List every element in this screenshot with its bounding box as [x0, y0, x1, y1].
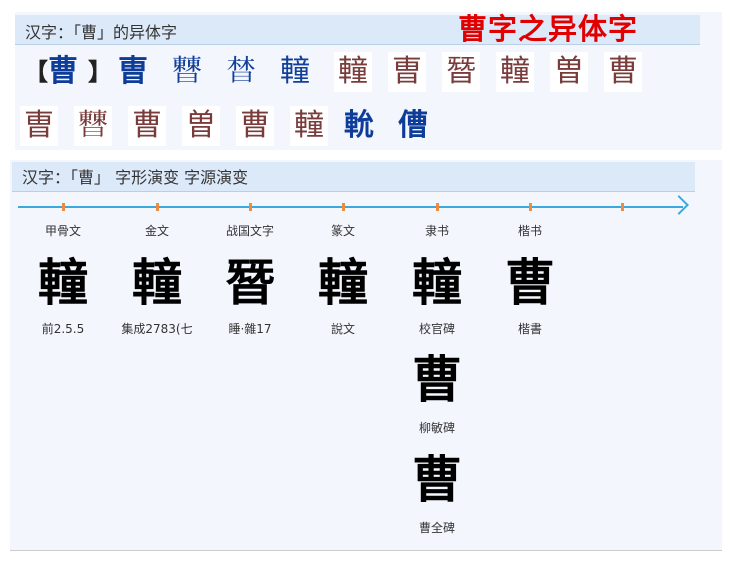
stage-caption: 前2.5.5 — [41, 322, 85, 336]
stage-glyph: 朁 — [225, 253, 275, 312]
variant-link[interactable]: 𨋍 — [344, 108, 374, 143]
stage-label: 楷书 — [517, 224, 542, 238]
stage-glyph: 曹 — [412, 450, 462, 509]
variant-link[interactable]: 𣈅 — [226, 54, 256, 89]
stage-glyph: 曹 — [505, 253, 555, 312]
variant-image[interactable]: 朁 — [442, 52, 480, 92]
bracket-close: 】 — [88, 58, 112, 86]
bracket-open: 【 — [24, 58, 48, 86]
stage-caption: 睡·雜17 — [228, 322, 272, 336]
timeline-tick — [62, 203, 65, 211]
variant-image[interactable]: 曺 — [388, 52, 426, 92]
stage-caption: 楷書 — [517, 322, 542, 336]
variant-image[interactable]: 䡴 — [334, 52, 372, 92]
variant-image[interactable]: 曺 — [20, 106, 58, 146]
evolution-panel — [10, 160, 722, 551]
timeline-tick — [249, 203, 252, 211]
stage-caption: 校官碑 — [418, 322, 455, 336]
stage-label: 篆文 — [330, 224, 355, 238]
timeline-tick — [436, 203, 439, 211]
variant-image[interactable]: 曽 — [182, 106, 220, 146]
stage-label: 金文 — [144, 224, 169, 238]
variant-image[interactable]: 𣍘 — [74, 106, 112, 146]
variants-row-2: 曺 𣍘 曹 曽 曹 䡴 𨋍 傮 — [20, 106, 452, 146]
timeline-tick — [342, 203, 345, 211]
variant-image[interactable]: 䡴 — [290, 106, 328, 146]
stage-caption: 曹全碑 — [418, 521, 455, 535]
variant-image[interactable]: 曽 — [550, 52, 588, 92]
stage-label: 甲骨文 — [44, 224, 81, 238]
stage-glyph: 曹 — [412, 350, 462, 409]
timeline-tick — [621, 203, 624, 211]
variant-image[interactable]: 曹 — [236, 106, 274, 146]
stage-caption: 柳敏碑 — [418, 421, 455, 435]
timeline-tick — [156, 203, 159, 211]
current-char: 曹 — [48, 54, 78, 89]
stage-label: 隶书 — [424, 224, 449, 238]
timeline-tick — [529, 203, 532, 211]
timeline-line — [18, 206, 683, 208]
variant-image[interactable]: 曹 — [128, 106, 166, 146]
stage-glyph: 䡴 — [412, 253, 462, 312]
variants-title: 曹字之异体字 — [458, 12, 639, 46]
stage-glyph: 䡴 — [38, 253, 88, 312]
stage-label: 战国文字 — [225, 224, 274, 238]
variant-link[interactable]: 䡴 — [280, 54, 310, 89]
stage-caption: 說文 — [330, 322, 355, 336]
evolution-header: 汉字：「曹」 字形演变 字源演变 — [12, 162, 695, 192]
variant-image[interactable]: 曹 — [604, 52, 642, 92]
stage-caption: 集成2783(七 — [121, 322, 193, 336]
variant-link[interactable]: 傮 — [398, 108, 428, 143]
stage-glyph: 䡴 — [318, 253, 368, 312]
variant-link[interactable]: 𣍘 — [172, 54, 202, 89]
variant-link[interactable]: 曺 — [118, 54, 148, 89]
variants-header: 汉字：「曹」的异体字 — [15, 15, 700, 45]
variant-image[interactable]: 䡴 — [496, 52, 534, 92]
stage-glyph: 䡴 — [132, 253, 182, 312]
variants-row-1: 【 曹 】 曺 𣍘 𣈅 䡴 䡴 曺 朁 䡴 曽 曹 — [24, 52, 658, 92]
